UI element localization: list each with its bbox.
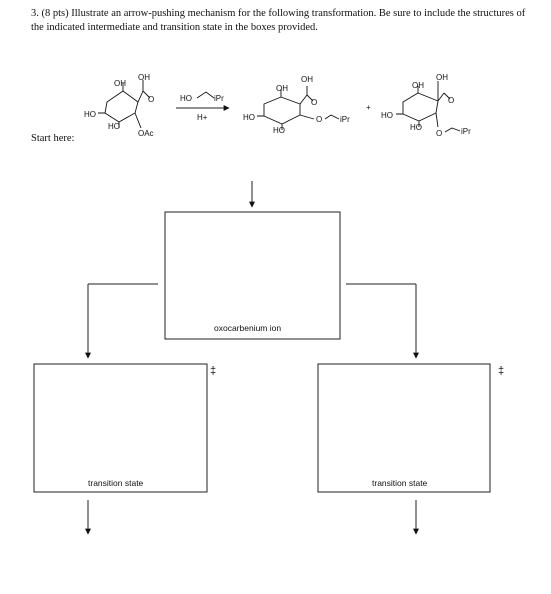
product2-ho-bottom: HO <box>410 123 422 132</box>
oxocarbenium-box[interactable] <box>164 211 341 340</box>
product1-ho-left: HO <box>243 113 255 122</box>
start-here-label: Start here: <box>31 133 75 144</box>
reactant-ho-left: HO <box>84 110 96 119</box>
product-1-structure: OH OH O HO HO O iPr <box>243 75 350 135</box>
product2-ipr: iPr <box>461 127 471 136</box>
product-2-structure: OH OH O HO HO O iPr <box>381 73 471 138</box>
reagents: HO iPr H+ <box>176 91 230 122</box>
product1-glycosidic-o: O <box>316 115 322 124</box>
ts-left-caption: transition state <box>88 478 144 488</box>
oxocarbenium-caption: oxocarbenium ion <box>214 323 281 333</box>
reactant-ho-bottom: HO <box>108 122 120 131</box>
alcohol-ipr: iPr <box>214 94 224 103</box>
transition-state-box-left[interactable] <box>33 363 208 493</box>
product1-ho-bottom: HO <box>273 126 285 135</box>
double-dagger-right: ‡ <box>498 365 504 377</box>
product2-oh-right: OH <box>436 73 448 82</box>
double-dagger-left: ‡ <box>210 365 216 377</box>
product2-ho-left: HO <box>381 111 393 120</box>
reactant-oac: OAc <box>138 129 154 138</box>
question-text: 3. (8 pts) Illustrate an arrow-pushing m… <box>31 8 526 33</box>
alcohol-ho: HO <box>180 94 192 103</box>
reactant-oh-right: OH <box>138 73 150 82</box>
transition-state-box-right[interactable] <box>317 363 491 493</box>
reactant-oh-left: OH <box>114 79 126 88</box>
product2-ring-o: O <box>448 96 454 105</box>
reactant-ring-o: O <box>148 95 154 104</box>
product2-oh-left: OH <box>412 81 424 90</box>
product1-oh-left: OH <box>276 84 288 93</box>
product1-ring-o: O <box>311 98 317 107</box>
product1-oh-right: OH <box>301 75 313 84</box>
product1-ipr: iPr <box>340 115 350 124</box>
ts-right-caption: transition state <box>372 478 428 488</box>
catalyst-h-plus: H+ <box>197 113 208 122</box>
reactant-structure: OH OH O HO HO OAc <box>84 73 154 138</box>
plus-sign: + <box>366 103 371 112</box>
product2-glycosidic-o: O <box>436 129 442 138</box>
